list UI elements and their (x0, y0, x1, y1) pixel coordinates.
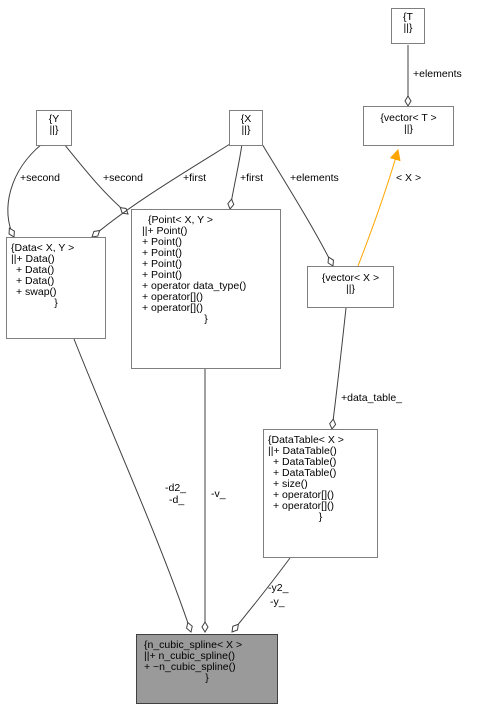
node-line: {vector< T > (380, 112, 437, 124)
node-line: {T (403, 11, 413, 23)
edge-label-y: -y_ (270, 596, 285, 608)
node-line: {Point< X, Y > (148, 214, 213, 226)
node-line: ||} (403, 22, 413, 34)
edge-template-instantiation (357, 150, 398, 267)
edge-label-y2: -y2_ (268, 582, 289, 594)
node-line: + Data() (16, 275, 55, 287)
node-line: + DataTable() (273, 467, 337, 479)
node-line: {Y (48, 113, 60, 125)
node-line: + operator[]() (273, 500, 334, 512)
node-line: {DataTable< X > (268, 434, 344, 446)
node-datatable[interactable]: {DataTable< X > ||+ DataTable() + DataTa… (263, 429, 378, 558)
node-line: } (54, 297, 58, 309)
edge-label-t-elements: +elements (413, 68, 462, 80)
node-line: + operator[]() (273, 489, 334, 501)
edge-x-to-data-first (91, 143, 231, 238)
node-line: + DataTable() (273, 456, 337, 468)
edge-label-v: -v_ (211, 488, 226, 500)
edge-x-to-point-first (227, 143, 243, 210)
edge-label-d: -d_ (169, 494, 185, 506)
node-line: ||+ Data() (11, 253, 55, 265)
node-point[interactable]: {Point< X, Y > ||+ Point() + Point() + P… (131, 209, 281, 369)
node-vector-t[interactable]: {vector< T > ||} (363, 106, 454, 146)
node-x[interactable]: {X ||} (229, 110, 263, 146)
node-line: {n_cubic_spline< X > (144, 639, 243, 651)
node-line: ||+ n_cubic_spline() (144, 650, 235, 662)
edge-x-to-vector-x-elements (261, 143, 334, 267)
edge-data-to-spline (73, 338, 193, 633)
node-line: ||+ DataTable() (268, 445, 337, 457)
node-line: {Data< X, Y > (11, 242, 75, 254)
node-line: + operator[]() (142, 302, 203, 314)
node-line: + Point() (142, 247, 182, 259)
edge-label-y-second-data: +second (20, 172, 60, 184)
node-y[interactable]: {Y ||} (36, 110, 72, 146)
edge-label-template-arg: < X > (396, 172, 422, 184)
node-data[interactable]: {Data< X, Y > ||+ Data() + Data() + Data… (6, 237, 106, 339)
edge-label-d2: -d2_ (165, 482, 187, 494)
node-line: ||} (346, 283, 355, 295)
edge-label-y-second-point: +second (103, 172, 143, 184)
node-line: {X (240, 113, 252, 125)
node-n-cubic-spline[interactable]: {n_cubic_spline< X > ||+ n_cubic_spline(… (136, 634, 278, 704)
edge-label-x-first-data: +first (183, 172, 207, 184)
edge-vector-x-to-datatable (329, 307, 347, 430)
node-line: + operator[]() (142, 291, 203, 303)
node-line: + ~n_cubic_spline() (144, 661, 236, 673)
node-line: } (205, 672, 209, 684)
edge-datatable-to-spline (231, 557, 291, 633)
edge-label-data-table: +data_table_ (341, 392, 403, 404)
node-line: + Point() (142, 258, 182, 270)
node-line: + Point() (142, 269, 182, 281)
node-line: ||} (404, 123, 413, 135)
node-line: } (318, 511, 323, 523)
node-line: + swap() (16, 286, 57, 298)
node-vector-x[interactable]: {vector< X > ||} (307, 266, 394, 308)
node-line: {vector< X > (321, 272, 380, 284)
node-t[interactable]: {T ||} (391, 8, 425, 44)
edge-label-x-first-point: +first (240, 172, 264, 184)
node-line: + size() (273, 478, 308, 490)
edge-y-to-data-second (7, 143, 43, 238)
node-line: + Point() (142, 236, 182, 248)
node-line: ||+ Point() (142, 225, 188, 237)
node-line: } (204, 313, 208, 325)
node-line: ||} (241, 124, 251, 136)
edge-label-x-elements: +elements (290, 172, 339, 184)
node-line: ||} (49, 124, 59, 136)
node-line: + Data() (16, 264, 55, 276)
node-line: + operator data_type() (142, 280, 247, 292)
edge-y-to-point-second (63, 143, 129, 215)
